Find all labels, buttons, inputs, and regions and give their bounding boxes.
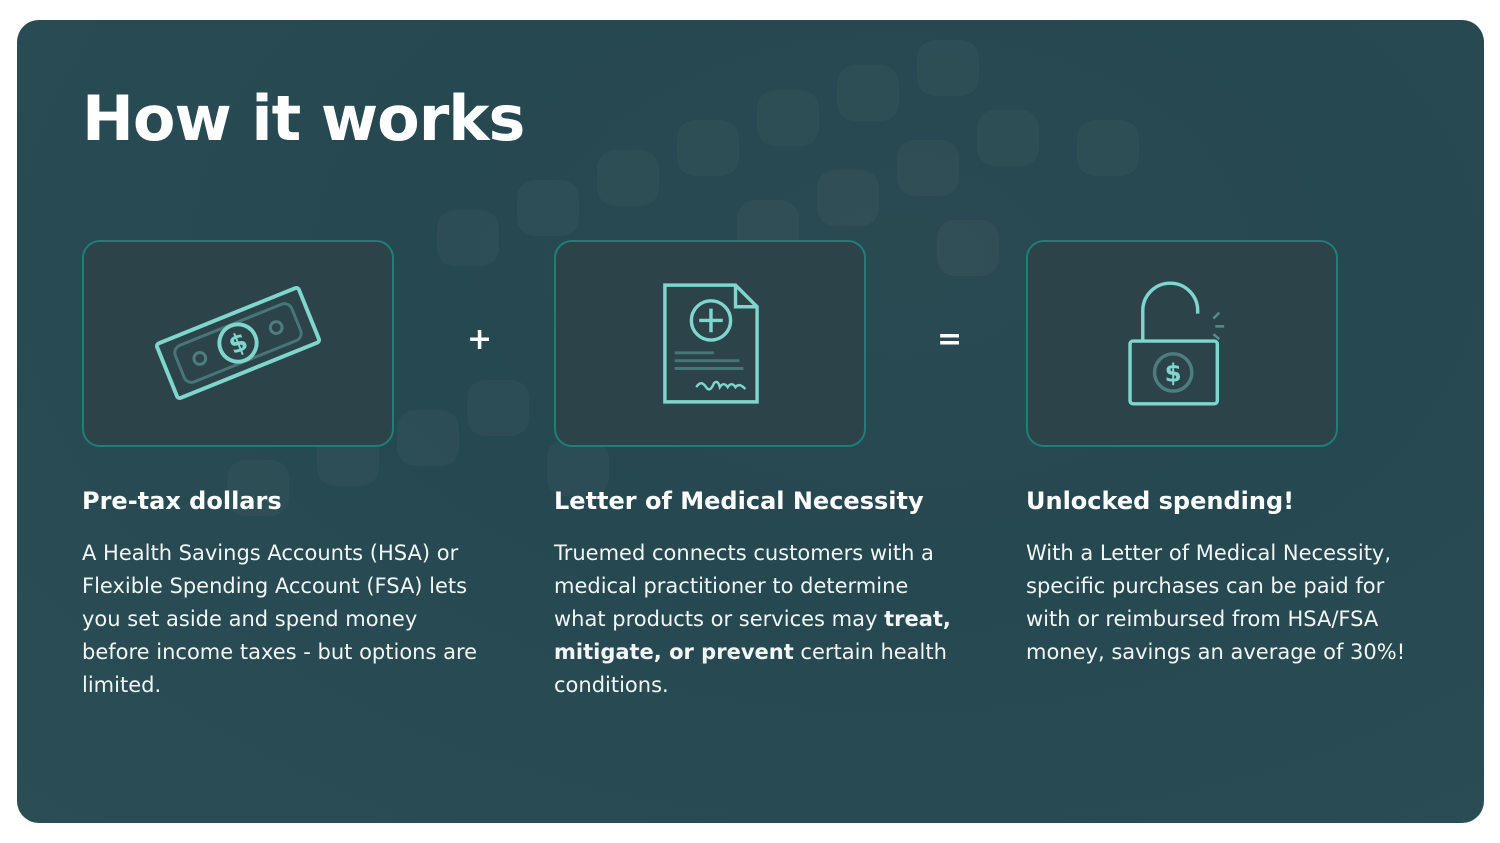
equals-operator: = xyxy=(937,322,963,357)
step-heading: Unlocked spending! xyxy=(1026,487,1295,515)
svg-text:$: $ xyxy=(224,327,252,361)
medical-letter-icon xyxy=(663,283,759,404)
step-letter-of-medical-necessity: Letter of Medical Necessity Truemed conn… xyxy=(554,487,954,702)
step-heading: Pre-tax dollars xyxy=(82,487,282,515)
step-description: A Health Savings Accounts (HSA) or Flexi… xyxy=(82,541,478,697)
dollar-bill-icon: $ xyxy=(154,286,322,401)
how-it-works-panel: How it works $ + = xyxy=(17,20,1484,823)
medical-letter-card xyxy=(554,240,866,447)
description-text-end: certain health conditions. xyxy=(554,640,947,697)
step-heading: Letter of Medical Necessity xyxy=(554,487,924,515)
step-pre-tax-dollars: Pre-tax dollars A Health Savings Account… xyxy=(82,487,482,702)
description-emphasis: treat, mitigate, or prevent xyxy=(554,607,951,664)
step-unlocked-spending: Unlocked spending! With a Letter of Medi… xyxy=(1026,487,1426,669)
plus-operator: + xyxy=(467,322,493,357)
step-description: With a Letter of Medical Necessity, spec… xyxy=(1026,541,1406,664)
description-text: Truemed connects customers with a medica… xyxy=(554,541,934,631)
unlocked-padlock-icon: $ xyxy=(1128,281,1225,406)
pre-tax-dollars-card: $ xyxy=(82,240,394,447)
svg-text:$: $ xyxy=(1165,358,1182,387)
step-description: Truemed connects customers with a medica… xyxy=(554,537,954,702)
page-title: How it works xyxy=(82,82,525,155)
unlocked-spending-card: $ xyxy=(1026,240,1338,447)
